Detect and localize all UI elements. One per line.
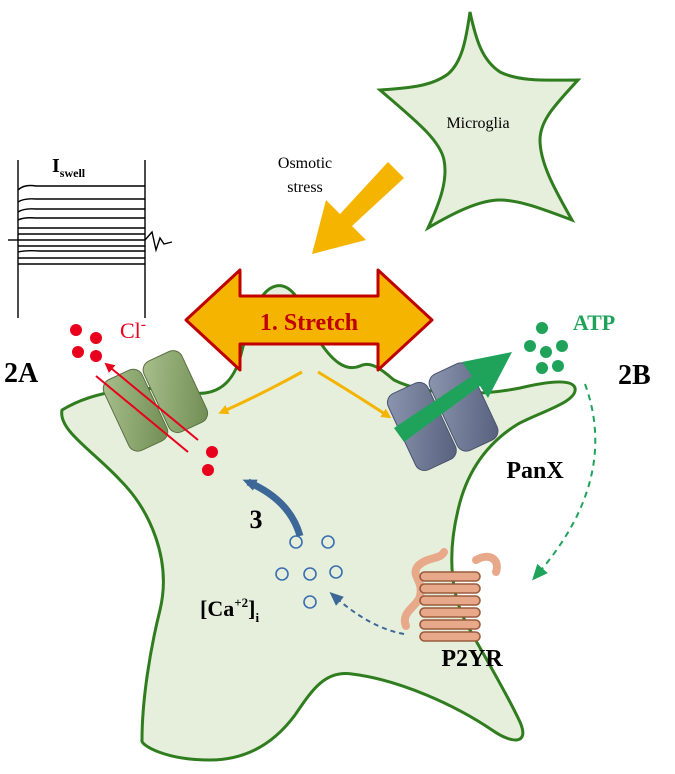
- stretch-label: 1. Stretch: [260, 310, 358, 336]
- chloride-label: Cl-: [120, 316, 146, 343]
- osmotic-stress-label-line1: Osmotic: [278, 155, 332, 172]
- chloride-efflux-arrow-inner-icon: [95, 375, 189, 453]
- step3-label: 3: [250, 505, 263, 534]
- atp-molecules: [524, 322, 568, 374]
- chloride-efflux-arrow-outer-icon: [104, 362, 199, 441]
- p2yr-to-calcium-dashed-arrow-icon: [329, 592, 405, 635]
- osmotic-stress-label-line2: stress: [287, 179, 323, 196]
- step3-curved-arrow-icon: [242, 478, 304, 538]
- microglia-cell: [376, 11, 582, 232]
- osmotic-stress-arrow-icon: [312, 162, 404, 254]
- atp-label: ATP: [573, 310, 615, 335]
- stretch-to-panx-arrow-icon: [317, 370, 392, 419]
- iswell-label: Iswell: [52, 155, 86, 180]
- iswell-trace: [8, 160, 173, 318]
- stretch-double-arrow-icon: [184, 268, 434, 372]
- chloride-channel-icon: [102, 350, 209, 452]
- stretch-to-clchannel-arrow-icon: [218, 370, 303, 415]
- chloride-ions: [70, 324, 218, 476]
- atp-release-arrow-icon: [394, 352, 512, 442]
- p2y-receptor-icon: [400, 548, 501, 642]
- label-2b: 2B: [618, 360, 651, 391]
- atp-to-p2yr-dashed-arrow-icon: [532, 383, 597, 581]
- microglia-label: Microglia: [446, 115, 509, 132]
- p2yr-label: P2YR: [441, 646, 503, 672]
- label-2a: 2A: [4, 358, 39, 389]
- calcium-label: [Ca+2]i: [200, 595, 259, 625]
- calcium-ions: [275, 535, 343, 609]
- panx-label: PanX: [506, 458, 564, 484]
